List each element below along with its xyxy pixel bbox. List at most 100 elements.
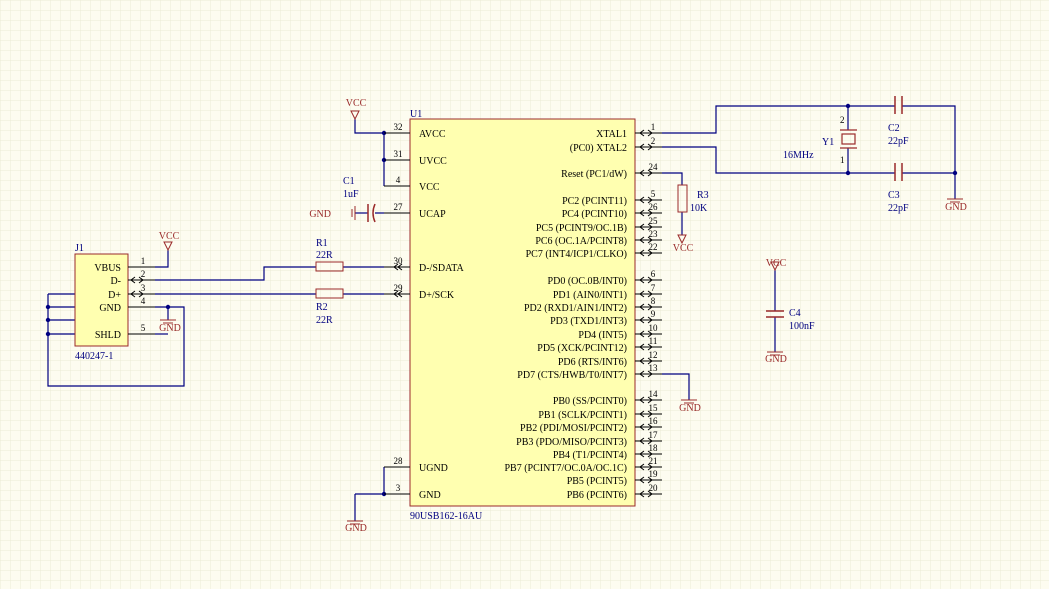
c2-value: 22pF bbox=[888, 136, 909, 147]
c3-designator: C3 bbox=[888, 190, 900, 201]
u1-pin-io-arrow bbox=[639, 357, 653, 365]
u1-pin-io-arrow bbox=[393, 290, 403, 298]
u1-pin-number: 31 bbox=[394, 149, 403, 159]
gnd-label: GND bbox=[679, 403, 701, 414]
r3-value: 10K bbox=[690, 203, 708, 214]
u1-pin-name: PD0 (OC.0B/INT0) bbox=[548, 276, 627, 287]
u1-pin-name: PB5 (PCINT5) bbox=[567, 476, 627, 487]
gnd-label: GND bbox=[945, 202, 967, 213]
wire bbox=[47, 294, 185, 387]
u1-pin-io-arrow bbox=[639, 236, 653, 244]
u1-component[interactable]: U1 90USB162-16AU 32AVCC31UVCC4VCC27UCAP3… bbox=[384, 109, 662, 522]
gnd-label: GND bbox=[159, 323, 181, 334]
c3-value: 22pF bbox=[888, 203, 909, 214]
c1-capacitor[interactable]: C1 1uF bbox=[343, 176, 376, 223]
u1-pin-io-arrow bbox=[639, 276, 653, 284]
c4-designator: C4 bbox=[789, 308, 801, 319]
vcc-label: VCC bbox=[766, 258, 787, 269]
u1-pin-io-arrow bbox=[639, 423, 653, 431]
r3-body bbox=[677, 184, 688, 213]
u1-pin-number: 2 bbox=[651, 136, 656, 146]
y1-crystal[interactable]: Y1 16MHz 2 1 bbox=[783, 115, 857, 165]
c3-capacitor[interactable]: C3 22pF bbox=[888, 163, 909, 214]
r3-designator: R3 bbox=[697, 190, 709, 201]
u1-pin-io-arrow bbox=[639, 396, 653, 404]
u1-pin-number: 7 bbox=[651, 283, 656, 293]
u1-pin-name: PC2 (PCINT11) bbox=[562, 196, 627, 207]
u1-pin-io-arrow bbox=[639, 169, 653, 177]
u1-pin-io-arrow bbox=[639, 303, 653, 311]
r2-value: 22R bbox=[316, 315, 333, 326]
gnd-bar-symbol bbox=[160, 319, 176, 324]
u1-pin-number: 29 bbox=[394, 283, 404, 293]
r1-body bbox=[315, 261, 344, 272]
u1-pin-io-arrow bbox=[639, 476, 653, 484]
c4-value: 100nF bbox=[789, 321, 815, 332]
c4-capacitor[interactable]: C4 100nF bbox=[766, 308, 815, 332]
u1-pin-io-arrow bbox=[639, 209, 653, 217]
u1-pin-number: 25 bbox=[649, 216, 659, 226]
u1-pin-io-arrow bbox=[639, 196, 653, 204]
wire bbox=[662, 373, 690, 400]
y1-pin2-number: 2 bbox=[840, 115, 845, 125]
u1-pin-name: PB7 (PCINT7/OC.0A/OC.1C) bbox=[504, 463, 627, 474]
u1-pin-number: 24 bbox=[649, 162, 659, 172]
junction-dot bbox=[845, 170, 851, 176]
u1-pin-name: PD2 (RXD1/AIN1/INT2) bbox=[524, 303, 627, 314]
vcc-arrow-symbol bbox=[350, 110, 360, 121]
gnd-label: GND bbox=[765, 354, 787, 365]
vcc-label: VCC bbox=[673, 243, 694, 254]
c2-capacitor[interactable]: C2 22pF bbox=[888, 96, 909, 147]
vcc-arrow-symbol bbox=[163, 241, 173, 252]
r2-body bbox=[315, 288, 344, 299]
j1-part-label: 440247-1 bbox=[75, 351, 113, 362]
junction-dot bbox=[165, 304, 171, 310]
u1-pin-name: PD4 (INT5) bbox=[578, 330, 627, 341]
u1-pin-name: PB2 (PDI/MOSI/PCINT2) bbox=[520, 423, 627, 434]
vcc-arrow-symbol bbox=[770, 261, 780, 272]
j1-pin-number: 4 bbox=[141, 296, 146, 306]
gnd-bar-symbol bbox=[347, 520, 363, 525]
vcc-label: VCC bbox=[346, 98, 367, 109]
j1-pin-name: SHLD bbox=[95, 330, 121, 341]
u1-pin-number: 20 bbox=[649, 483, 659, 493]
u1-pin-name: D-/SDATA bbox=[419, 263, 465, 274]
u1-pin-name: (PC0) XTAL2 bbox=[570, 143, 627, 154]
gnd-label: GND bbox=[345, 523, 367, 534]
u1-pin-number: 13 bbox=[649, 363, 659, 373]
u1-pin-number: 15 bbox=[649, 403, 659, 413]
u1-pin-number: 21 bbox=[649, 456, 658, 466]
u1-pin-name: PB0 (SS/PCINT0) bbox=[553, 396, 627, 407]
wire bbox=[155, 266, 316, 281]
r2-resistor[interactable]: R2 22R bbox=[315, 288, 344, 326]
wire bbox=[155, 250, 169, 268]
u1-pin-name: PB3 (PDO/MISO/PCINT3) bbox=[516, 437, 627, 448]
junctions bbox=[45, 103, 958, 497]
u1-pin-number: 22 bbox=[649, 242, 658, 252]
u1-pin-name: UGND bbox=[419, 463, 448, 474]
u1-pin-name: UCAP bbox=[419, 209, 446, 220]
u1-pin-io-arrow bbox=[639, 343, 653, 351]
u1-pin-io-arrow bbox=[639, 490, 653, 498]
u1-pin-number: 19 bbox=[649, 469, 659, 479]
u1-pin-name: PB6 (PCINT6) bbox=[567, 490, 627, 501]
c1-plate-right bbox=[372, 203, 376, 223]
u1-pin-io-arrow bbox=[639, 370, 653, 378]
j1-body bbox=[74, 253, 129, 347]
u1-pin-name: UVCC bbox=[419, 156, 447, 167]
junction-dot bbox=[845, 103, 851, 109]
wire bbox=[354, 119, 384, 134]
r3-resistor[interactable]: R3 10K bbox=[677, 184, 709, 214]
u1-pin-name: PC7 (INT4/ICP1/CLKO) bbox=[526, 249, 627, 260]
junction-dot bbox=[45, 304, 51, 310]
j1-pin-number: 3 bbox=[141, 283, 146, 293]
junction-dot bbox=[45, 331, 51, 337]
j1-pin-name: GND bbox=[99, 303, 121, 314]
u1-body bbox=[409, 118, 636, 507]
u1-pin-number: 30 bbox=[394, 256, 404, 266]
r1-resistor[interactable]: R1 22R bbox=[315, 238, 344, 272]
